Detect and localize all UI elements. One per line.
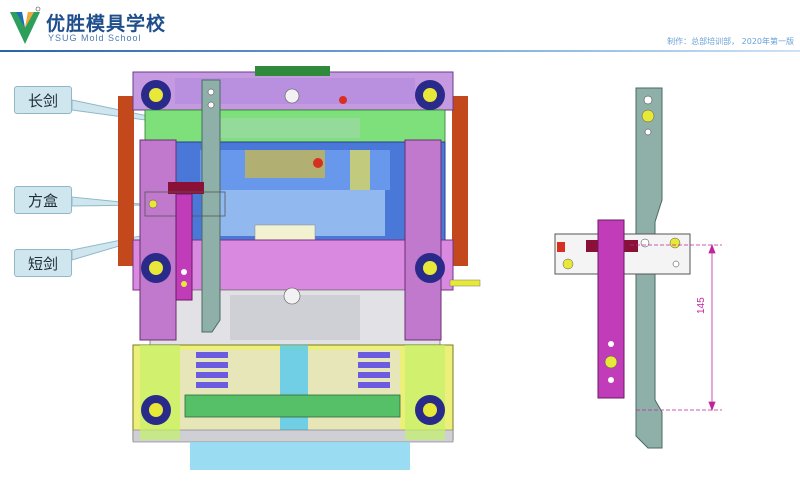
short-sword-part	[175, 193, 193, 301]
callout-short-sword: 短剑	[14, 249, 72, 277]
school-logo-icon	[10, 6, 41, 44]
logo-subtitle: YSUG Mold School	[48, 33, 142, 43]
dimension-label: 145	[696, 297, 707, 314]
logo-title: 优胜模具学校	[46, 13, 167, 35]
callout-box: 方盒	[14, 186, 72, 214]
header-divider	[0, 50, 800, 52]
ejector-plate	[184, 394, 401, 418]
guide-bushes	[141, 80, 445, 425]
credit-text: 制作：总部培训部， 2020年第一版	[667, 37, 794, 46]
left-guide-rail	[118, 96, 134, 266]
header: 优胜模具学校 YSUG Mold School 制作：总部培训部， 2020年第…	[0, 0, 800, 56]
box-block	[168, 182, 204, 194]
top-cooling-block	[255, 66, 330, 76]
long-sword-part	[201, 79, 221, 333]
left-guide-pillar	[139, 139, 177, 341]
short-sword-detail	[597, 219, 625, 399]
callout-long-sword: 长剑	[14, 86, 72, 114]
dimension-145	[630, 243, 722, 412]
ejector-springs	[196, 352, 390, 388]
right-guide-rail	[452, 96, 468, 266]
right-guide-pillar	[404, 139, 442, 341]
